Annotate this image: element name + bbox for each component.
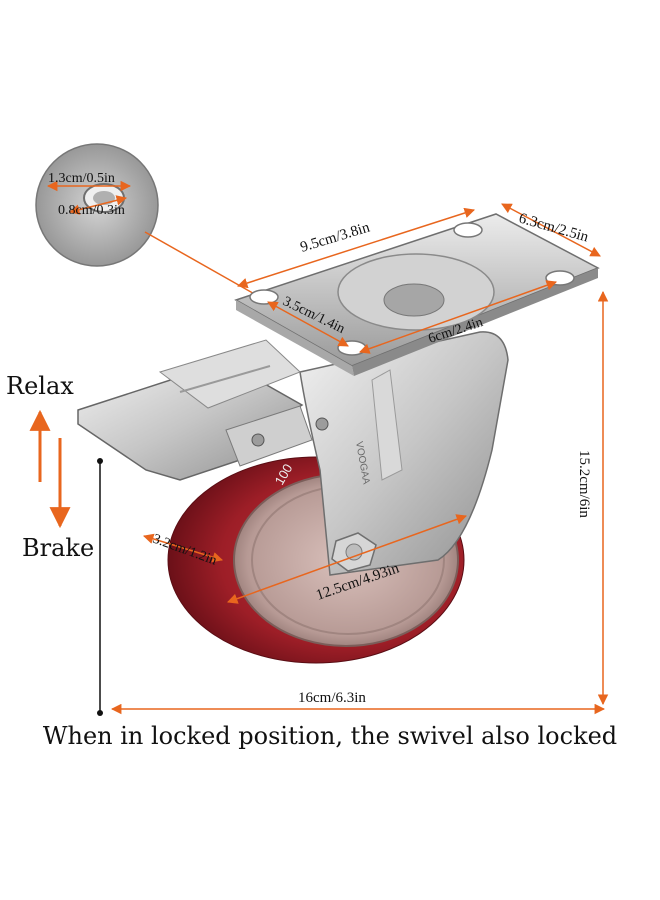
total-length-label: 16cm/6.3in (298, 690, 366, 706)
plate-length-arrow (237, 207, 475, 289)
hole-spacing-long-arrow (359, 280, 557, 354)
brake-label: Brake (22, 534, 95, 562)
caption: When in locked position, the swivel also… (42, 722, 618, 750)
total-height-label: 15.2cm/6in (576, 450, 592, 518)
relax-label: Relax (6, 372, 74, 400)
hole-outer-label: 1.3cm/0.5in (48, 171, 115, 186)
zoom-pointer-line (144, 231, 261, 299)
brake-lever (77, 339, 329, 481)
hole-inner-label: 0.8cm/0.3in (58, 203, 125, 218)
hole-zoom-detail (35, 143, 159, 267)
plate-length-label: 9.5cm/3.8in (298, 219, 372, 255)
left-reference-dot-bottom (97, 710, 103, 716)
wheel-diameter-arrow (227, 514, 467, 604)
hole-spacing-short-arrow (267, 301, 349, 347)
left-reference-dot-top (97, 458, 103, 464)
plate-width-arrow (501, 203, 601, 257)
wheel-width-arrow (142, 533, 224, 563)
